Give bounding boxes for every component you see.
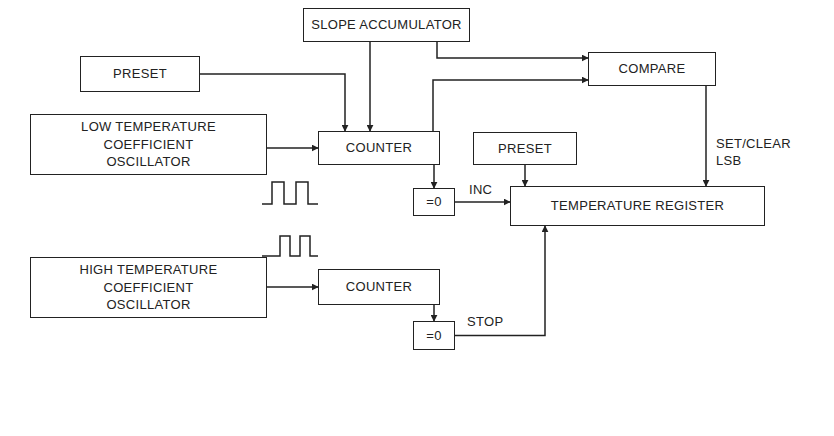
connector-arrow bbox=[455, 226, 545, 336]
connector-arrow bbox=[433, 165, 435, 188]
zero-detect-box: =0 bbox=[413, 188, 455, 216]
connector-arrow bbox=[524, 165, 526, 186]
zero-detect-box: =0 bbox=[413, 321, 455, 350]
box-label: TEMPERATURE REGISTER bbox=[551, 197, 724, 215]
connector-arrow bbox=[433, 80, 588, 131]
box-label: COUNTER bbox=[346, 278, 412, 296]
connector-arrow bbox=[437, 42, 588, 58]
box-label: COUNTER bbox=[346, 139, 412, 157]
signal-label: INC bbox=[467, 182, 494, 199]
oscillator-box: LOW TEMPERATURE COEFFICIENT OSCILLATOR bbox=[30, 114, 267, 175]
connector-arrow bbox=[369, 42, 371, 131]
connector-arrow bbox=[267, 286, 318, 288]
counter-box: COUNTER bbox=[318, 131, 440, 165]
compare-box: COMPARE bbox=[588, 52, 716, 86]
box-label: COMPARE bbox=[619, 60, 686, 78]
pulse-waveform bbox=[262, 182, 318, 204]
connector-arrow bbox=[433, 305, 435, 321]
connector-arrow bbox=[455, 201, 510, 203]
box-label: =0 bbox=[426, 193, 441, 211]
accumulator-box: SLOPE ACCUMULATOR bbox=[303, 8, 470, 42]
box-label: HIGH TEMPERATURE COEFFICIENT OSCILLATOR bbox=[61, 261, 236, 314]
preset-box: PRESET bbox=[80, 56, 200, 92]
pulse-waveform bbox=[262, 236, 318, 256]
connector-arrow bbox=[705, 86, 707, 186]
connector-arrow bbox=[267, 147, 318, 149]
box-label: PRESET bbox=[498, 140, 552, 158]
preset-box: PRESET bbox=[473, 132, 577, 165]
oscillator-box: HIGH TEMPERATURE COEFFICIENT OSCILLATOR bbox=[30, 257, 267, 318]
box-label: LOW TEMPERATURE COEFFICIENT OSCILLATOR bbox=[61, 118, 236, 171]
box-label: PRESET bbox=[113, 65, 167, 83]
box-label: SLOPE ACCUMULATOR bbox=[311, 16, 462, 34]
counter-box: COUNTER bbox=[318, 269, 440, 305]
box-label: =0 bbox=[426, 327, 441, 345]
signal-label: STOP bbox=[465, 314, 505, 331]
signal-label: SET/CLEAR LSB bbox=[714, 136, 798, 170]
register-box: TEMPERATURE REGISTER bbox=[510, 186, 765, 226]
